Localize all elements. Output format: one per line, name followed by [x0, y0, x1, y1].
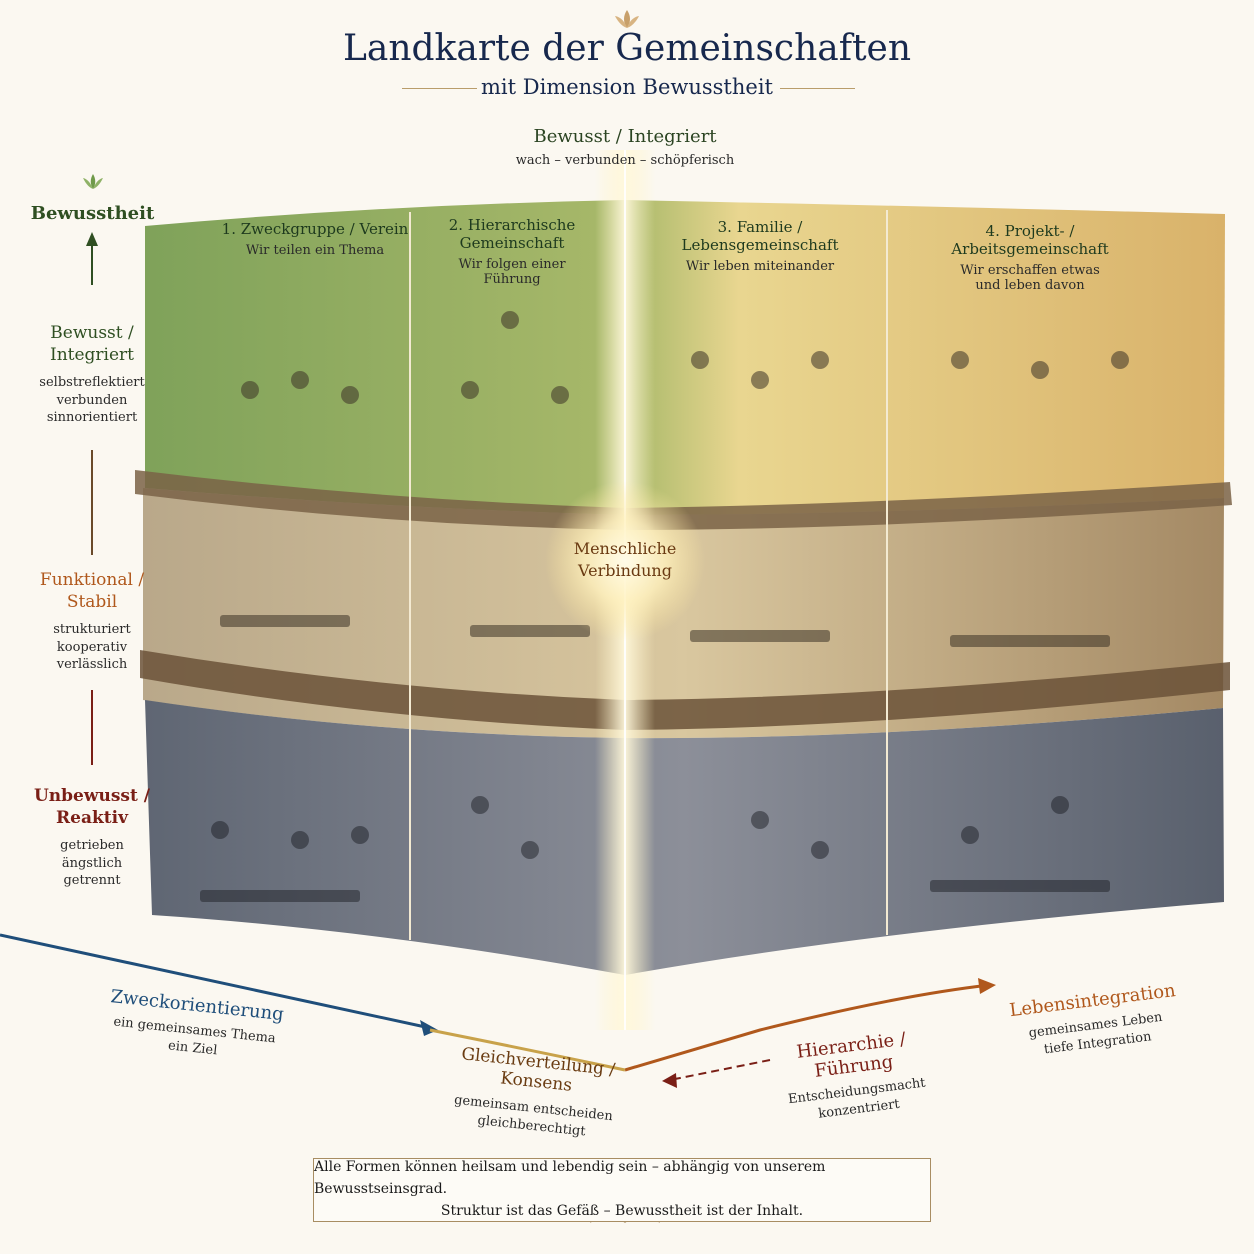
axis-hierarchy-arrowhead — [662, 1073, 677, 1088]
column-4: 4. Projekt- / Arbeitsgemeinschaft Wir er… — [910, 222, 1150, 293]
tier-unconscious — [145, 700, 1224, 975]
column-3-subtitle: Wir leben miteinander — [685, 259, 835, 274]
level-functional: Funktional / Stabil strukturiert koopera… — [22, 569, 162, 674]
footer-note-line1: Alle Formen können heilsam und lebendig … — [314, 1159, 826, 1198]
level-conscious-line1: selbstreflektiert — [39, 375, 145, 391]
level-conscious-title: Bewusst / Integriert — [49, 323, 135, 366]
axis-center-line — [429, 1028, 626, 1072]
column-3-title: 3. Familie / Lebensgemeinschaft — [681, 218, 839, 254]
level-unconscious-line3: getrennt — [63, 873, 121, 889]
axis-right-arrowhead — [978, 978, 996, 994]
lotus-axis-icon — [80, 172, 106, 196]
column-1: 1. Zweckgruppe / Verein Wir teilen ein T… — [215, 220, 415, 258]
page-subtitle: mit Dimension Bewusstheit — [481, 75, 773, 99]
level-unconscious-title: Unbewusst / Reaktiv — [33, 786, 150, 829]
column-2-title: 2. Hierarchische Gemeinschaft — [448, 216, 576, 252]
column-4-title: 4. Projekt- / Arbeitsgemeinschaft — [951, 222, 1109, 258]
level-conscious: Bewusst / Integriert selbstreflektiert v… — [22, 322, 162, 427]
footer-note-line2: Struktur ist das Gefäß – Bewusstheit ist… — [440, 1202, 804, 1219]
axis-left-line — [0, 933, 431, 1030]
column-4-subtitle: Wir erschaffen etwas und leben davon — [960, 263, 1100, 293]
axis-right-line — [624, 983, 991, 1072]
top-level-title: Bewusst / Integriert — [533, 126, 717, 147]
top-level-subtitle: wach – verbunden – schöpferisch — [515, 153, 735, 168]
center-label: Menschliche Verbindung — [573, 539, 677, 580]
lotus-top-icon — [609, 8, 645, 36]
subtitle-rule-right — [780, 88, 855, 89]
column-1-title: 1. Zweckgruppe / Verein — [221, 220, 409, 238]
level-functional-line2: kooperativ — [56, 639, 128, 655]
level-functional-line1: strukturiert — [53, 622, 131, 638]
axis-hierarchy-dashed — [669, 1059, 771, 1081]
axis-left-arrowhead — [420, 1020, 438, 1036]
column-3: 3. Familie / Lebensgemeinschaft Wir lebe… — [670, 218, 850, 274]
column-2-subtitle: Wir folgen einer Führung — [458, 257, 566, 287]
up-arrowhead — [86, 232, 98, 246]
level-conscious-line3: sinnorientiert — [46, 410, 138, 426]
level-unconscious-line1: getrieben — [60, 838, 124, 854]
column-2: 2. Hierarchische Gemeinschaft Wir folgen… — [432, 216, 592, 287]
level-unconscious: Unbewusst / Reaktiv getrieben ängstlich … — [22, 785, 162, 890]
tier-conscious — [145, 200, 1225, 515]
level-conscious-line2: verbunden — [56, 392, 128, 408]
column-1-subtitle: Wir teilen ein Thema — [245, 243, 385, 258]
level-functional-title: Funktional / Stabil — [39, 570, 145, 613]
level-functional-line3: verlässlich — [56, 657, 128, 673]
page-title: Landkarte der Gemeinschaften — [342, 28, 912, 69]
subtitle-rule-left — [402, 88, 477, 89]
footer-note: Alle Formen können heilsam und lebendig … — [313, 1158, 931, 1222]
level-unconscious-line2: ängstlich — [61, 855, 123, 871]
vertical-axis-label: Bewusstheit — [30, 203, 155, 224]
ledge-mid — [140, 650, 1230, 730]
center-glow — [545, 481, 705, 641]
